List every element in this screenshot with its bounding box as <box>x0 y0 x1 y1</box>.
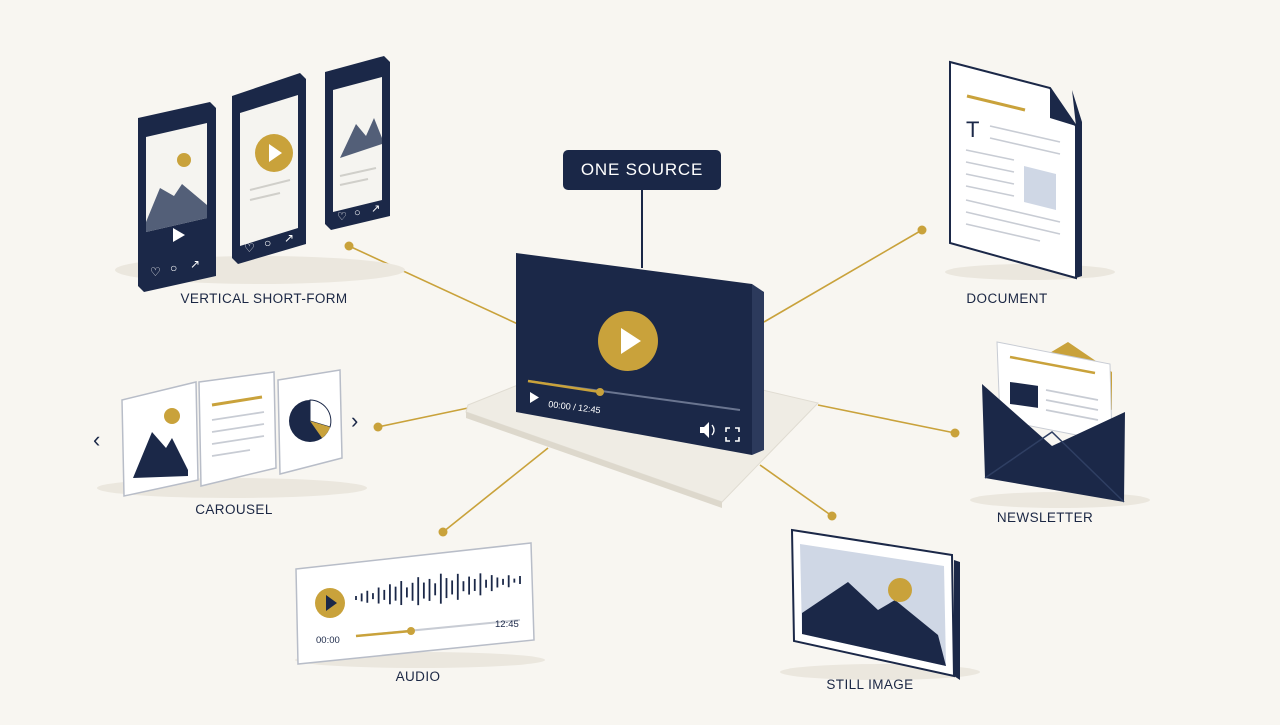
carousel-prev-icon[interactable]: ‹ <box>93 427 100 452</box>
mountain-icon <box>340 118 382 158</box>
endpoint-audio <box>438 527 448 537</box>
mountain-icon <box>133 432 188 478</box>
source-video-hub: 00:00 / 12:45 <box>465 190 819 508</box>
hub-platform-edge <box>466 412 722 508</box>
share-icon: ↗ <box>190 257 200 271</box>
connector-vertical <box>348 245 521 326</box>
heart-icon: ♡ <box>337 211 347 223</box>
mountain-icon <box>146 184 207 232</box>
endpoint-vertical <box>344 241 354 251</box>
mountain-icon <box>802 582 946 666</box>
volume-icon[interactable] <box>700 422 715 438</box>
endpoint-still <box>827 511 837 521</box>
heart-icon: ♡ <box>244 241 255 255</box>
audio-progress-handle[interactable] <box>407 627 415 635</box>
comment-icon: ○ <box>170 261 177 275</box>
player-progress-handle[interactable] <box>596 388 604 396</box>
document-image-block <box>1024 166 1056 210</box>
carousel-card-1 <box>121 381 199 497</box>
label-newsletter: NEWSLETTER <box>996 510 1094 525</box>
sun-icon <box>164 408 180 424</box>
connector-lines <box>348 229 956 533</box>
play-icon <box>621 328 641 354</box>
waveform-icon <box>355 573 521 606</box>
label-still-image: STILL IMAGE <box>826 677 914 692</box>
document-page <box>949 60 1077 280</box>
audio-end-time: 12:45 <box>495 619 519 630</box>
label-document: DOCUMENT <box>966 291 1048 306</box>
carousel-card-2 <box>198 371 277 487</box>
audio-progress-fill <box>355 629 412 638</box>
audio-illustration: 00:00 12:45 <box>295 542 545 668</box>
label-audio: AUDIO <box>395 669 441 684</box>
play-icon <box>173 228 185 242</box>
audio-start-time: 00:00 <box>316 635 340 646</box>
fullscreen-icon[interactable] <box>725 427 740 442</box>
share-icon: ↗ <box>371 203 380 215</box>
still-image-illustration <box>780 528 980 680</box>
endpoint-document <box>917 225 927 235</box>
vertical-short-form-illustration: ♡ ○ ↗ ♡ ○ ↗ ♡ ○ ↗ <box>115 56 405 292</box>
phone-2: ♡ ○ ↗ <box>232 73 306 264</box>
connector-endpoints <box>344 225 960 537</box>
comment-icon: ○ <box>354 207 361 219</box>
sun-icon <box>888 578 912 602</box>
connector-carousel <box>377 407 469 428</box>
player-small-play-icon[interactable] <box>530 392 539 403</box>
player-side <box>752 284 764 455</box>
player-progress-fill <box>527 379 601 394</box>
label-carousel: CAROUSEL <box>195 502 273 517</box>
play-icon <box>269 144 282 162</box>
phone-1: ♡ ○ ↗ <box>138 102 216 292</box>
newsletter-illustration <box>970 341 1150 508</box>
phone-3: ♡ ○ ↗ <box>325 56 390 230</box>
document-illustration: T <box>945 60 1115 280</box>
endpoint-carousel <box>373 422 383 432</box>
label-vertical-short-form: VERTICAL SHORT-FORM <box>180 291 348 306</box>
connector-audio <box>442 447 549 533</box>
sun-icon <box>177 153 191 167</box>
document-shadow <box>945 264 1115 280</box>
connector-still <box>759 464 833 517</box>
carousel-card-3 <box>277 369 343 475</box>
endpoint-newsletter <box>950 428 960 438</box>
carousel-next-icon[interactable]: › <box>351 408 358 433</box>
envelope-icon <box>982 384 1125 502</box>
share-icon: ↗ <box>284 231 294 245</box>
connector-newsletter <box>817 404 956 434</box>
play-icon <box>326 595 337 611</box>
one-source-badge: ONE SOURCE <box>563 150 721 190</box>
carousel-illustration: ‹ › <box>93 369 367 498</box>
document-text-icon: T <box>966 117 979 142</box>
heart-icon: ♡ <box>150 265 161 279</box>
connector-document <box>763 229 923 323</box>
comment-icon: ○ <box>264 236 271 250</box>
